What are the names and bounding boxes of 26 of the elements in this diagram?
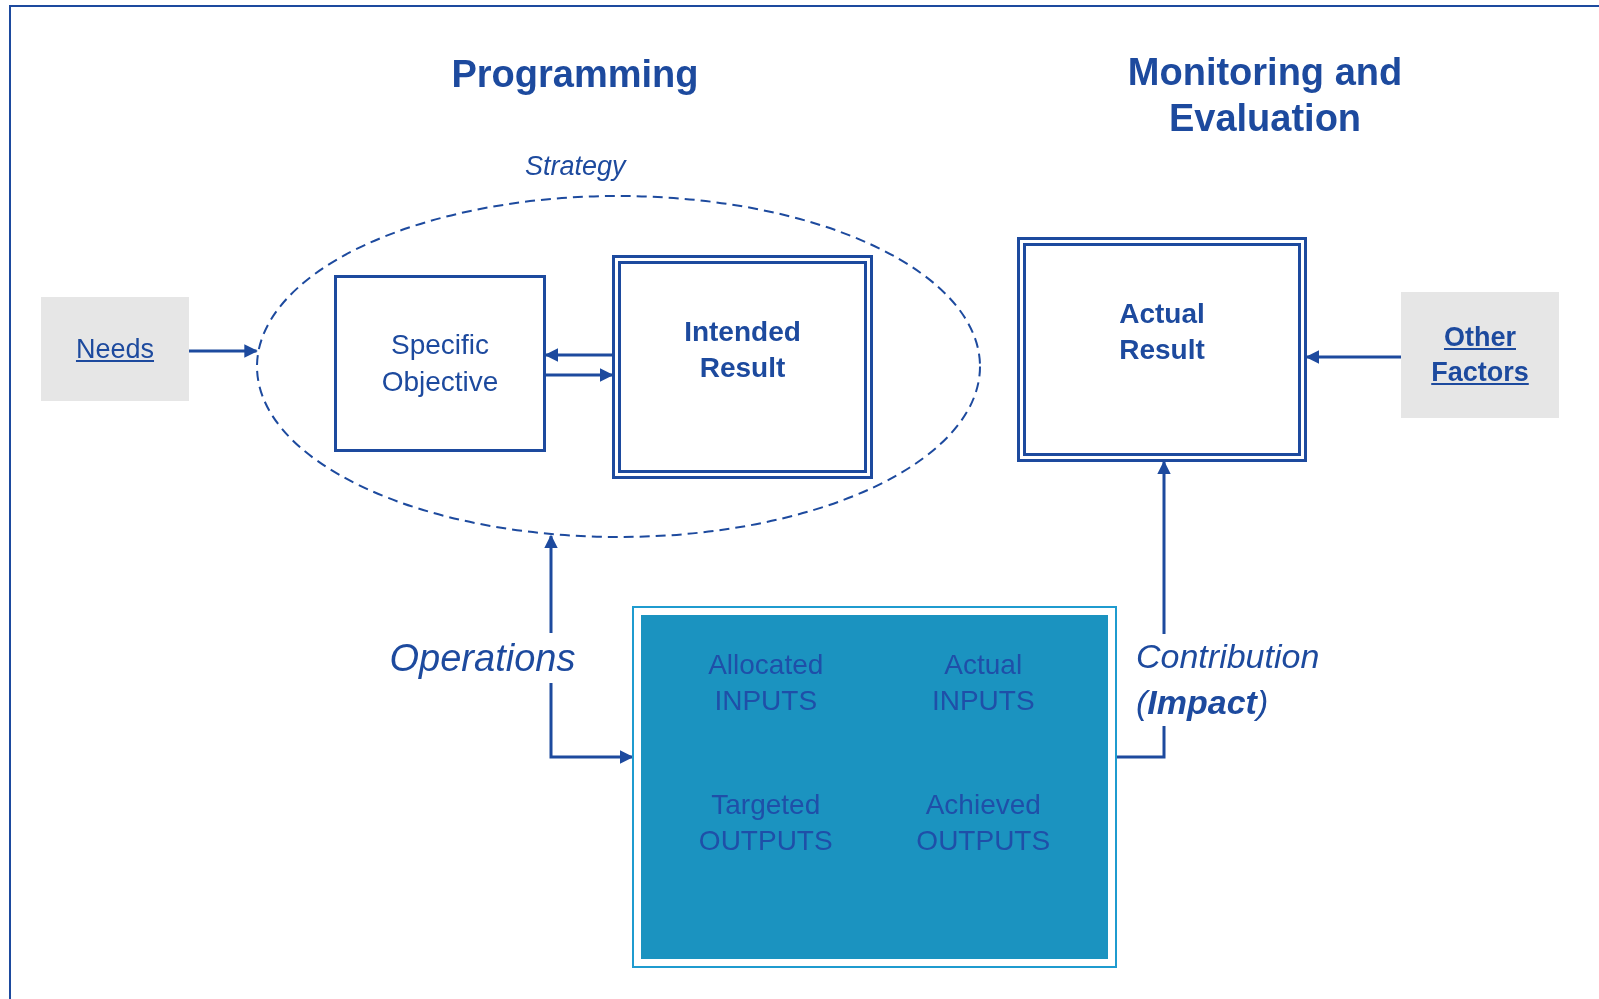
actual-result-box xyxy=(1017,237,1307,462)
node-label: Intended Result xyxy=(683,315,802,386)
node-label: Actual Result xyxy=(1118,297,1206,368)
arrow xyxy=(544,348,612,362)
arrow xyxy=(546,368,614,382)
panel-label: Actual INPUTS xyxy=(930,648,1036,719)
other-factors-box xyxy=(1401,292,1559,418)
section-title: Programming xyxy=(450,52,700,97)
arrow xyxy=(549,683,634,764)
panel-label: Achieved OUTPUTS xyxy=(915,788,1052,859)
node-label: Other Factors xyxy=(1430,320,1530,389)
ellipse-heading: Strategy xyxy=(525,150,626,183)
panel-label: Allocated INPUTS xyxy=(707,648,825,719)
arrow xyxy=(544,534,558,633)
node-label: Specific Objective xyxy=(380,328,500,399)
arrow xyxy=(189,344,258,358)
edge-label: Contribution (Impact) xyxy=(1136,634,1321,726)
section-title: Monitoring and Evaluation xyxy=(1126,50,1404,141)
node-label: Needs xyxy=(75,332,154,366)
intended-result-box xyxy=(612,255,873,479)
panel-label: Targeted OUTPUTS xyxy=(697,788,834,859)
inputs-outputs-panel xyxy=(632,606,1117,968)
needs-box xyxy=(41,297,189,401)
node-label: Operations xyxy=(389,635,576,681)
arrow xyxy=(1305,350,1401,364)
objective-box xyxy=(334,275,546,452)
